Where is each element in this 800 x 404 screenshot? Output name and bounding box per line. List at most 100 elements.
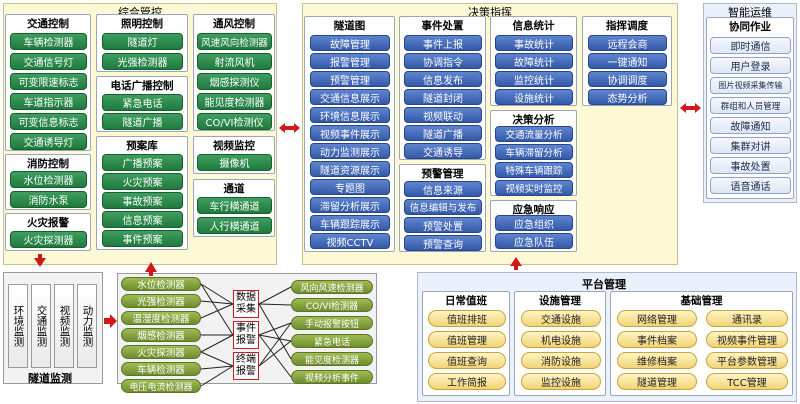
- tunnel-map-item[interactable]: 车辆跟踪展示: [310, 215, 390, 231]
- dispatch-item[interactable]: 协调调度: [588, 71, 667, 87]
- tunnel-map-item[interactable]: 交通信息展示: [310, 89, 390, 105]
- event-item[interactable]: 信息发布: [404, 71, 482, 87]
- vent-item[interactable]: 射流风机: [197, 53, 272, 70]
- analysis-item[interactable]: 特殊车辆跟踪: [495, 162, 573, 178]
- lighting-item[interactable]: 隧道灯: [102, 33, 183, 50]
- warning-item[interactable]: 信息来源: [404, 181, 482, 197]
- sensor-right-item[interactable]: 风向风速检测器: [291, 280, 373, 294]
- dispatch-item[interactable]: 一键通知: [588, 53, 667, 69]
- vent-item[interactable]: 烟感探测仪: [197, 73, 272, 90]
- sensor-left-item[interactable]: 光强检测器: [121, 294, 201, 308]
- basic-right-item[interactable]: TCC管理: [706, 373, 788, 390]
- warning-item[interactable]: 信息编辑与发布: [404, 199, 482, 215]
- analysis-item[interactable]: 视频实时监控: [495, 180, 573, 196]
- video-item[interactable]: 摄像机: [197, 154, 272, 171]
- sensor-right-item[interactable]: 紧急电话: [291, 334, 373, 348]
- dispatch-item[interactable]: 态势分析: [588, 89, 667, 105]
- fire-item[interactable]: 消防水泵: [10, 191, 87, 208]
- tunnel-map-item[interactable]: 动力监测展示: [310, 143, 390, 159]
- sensor-left-item[interactable]: 火灾探测器: [121, 345, 201, 359]
- daily-item[interactable]: 工作简报: [428, 373, 506, 390]
- response-item[interactable]: 应急队伍: [495, 233, 573, 249]
- sensor-left-item[interactable]: 烟感检测器: [121, 328, 201, 342]
- plan-item[interactable]: 事故预案: [102, 192, 183, 209]
- analysis-item[interactable]: 车辆滞留分析: [495, 144, 573, 160]
- facility-item[interactable]: 监控设施: [521, 373, 601, 390]
- traffic-item[interactable]: 交通诱导灯: [10, 133, 87, 150]
- sensor-left-item[interactable]: 水位检测器: [121, 277, 201, 291]
- event-item[interactable]: 交通诱导: [404, 143, 482, 159]
- sensor-left-item[interactable]: 电压电流检测器: [121, 379, 201, 393]
- tunnel-map-item[interactable]: 环境信息展示: [310, 107, 390, 123]
- alarm-item[interactable]: 火灾探测器: [10, 231, 87, 248]
- sensor-right-item[interactable]: CO/VI检测器: [291, 298, 373, 312]
- basic-left-item[interactable]: 维修档案: [617, 352, 697, 369]
- stats-item[interactable]: 设施统计: [495, 89, 573, 105]
- basic-right-item[interactable]: 平台参数管理: [706, 352, 788, 369]
- basic-left-item[interactable]: 事件档案: [617, 331, 697, 348]
- daily-item[interactable]: 值班排班: [428, 310, 506, 327]
- warning-item[interactable]: 预警查询: [404, 235, 482, 251]
- traffic-item[interactable]: 可变限速标志: [10, 73, 87, 90]
- tunnel-map-item[interactable]: 视频CCTV: [310, 233, 390, 249]
- event-item[interactable]: 隧道封闭: [404, 89, 482, 105]
- stats-item[interactable]: 监控统计: [495, 71, 573, 87]
- event-item[interactable]: 协调指令: [404, 53, 482, 69]
- facility-item[interactable]: 机电设施: [521, 331, 601, 348]
- facility-item[interactable]: 交通设施: [521, 310, 601, 327]
- traffic-item[interactable]: 交通信号灯: [10, 53, 87, 70]
- traffic-item[interactable]: 车辆检测器: [10, 33, 87, 50]
- coop-item[interactable]: 即时通信: [710, 37, 791, 54]
- warning-item[interactable]: 预警处置: [404, 217, 482, 233]
- traffic-item[interactable]: 可变信息标志: [10, 113, 87, 130]
- sensor-right-item[interactable]: 视频分析事件: [291, 370, 373, 384]
- plan-item[interactable]: 事件预案: [102, 230, 183, 247]
- response-item[interactable]: 应急组织: [495, 215, 573, 231]
- tunnel-map-item[interactable]: 报警管理: [310, 53, 390, 69]
- coop-item[interactable]: 集群对讲: [710, 137, 791, 154]
- sensor-right-item[interactable]: 手动报警按钮: [291, 316, 373, 330]
- basic-right-item[interactable]: 通讯录: [706, 310, 788, 327]
- stats-item[interactable]: 事故统计: [495, 35, 573, 51]
- tunnel-map-item[interactable]: 专题图: [310, 179, 390, 195]
- event-item[interactable]: 视频联动: [404, 107, 482, 123]
- stats-item[interactable]: 故障统计: [495, 53, 573, 69]
- facility-item[interactable]: 消防设施: [521, 352, 601, 369]
- channel-item[interactable]: 车行横通道: [197, 197, 272, 214]
- tunnel-map-item[interactable]: 滞留分析展示: [310, 197, 390, 213]
- channel-item[interactable]: 人行横通道: [197, 217, 272, 234]
- sensor-left-item[interactable]: 温湿度检测器: [121, 311, 201, 325]
- coop-item[interactable]: 群组和人员管理: [710, 97, 791, 114]
- lighting-item[interactable]: 光强检测器: [102, 53, 183, 70]
- basic-left-item[interactable]: 网络管理: [617, 310, 697, 327]
- daily-item[interactable]: 值班查询: [428, 352, 506, 369]
- vent-item[interactable]: 风速风向检测器: [197, 33, 272, 50]
- broadcast-item[interactable]: 紧急电话: [102, 94, 183, 111]
- analysis-item[interactable]: 交通流量分析: [495, 126, 573, 142]
- tunnel-map-item[interactable]: 视频事件展示: [310, 125, 390, 141]
- tunnel-map-item[interactable]: 预警管理: [310, 71, 390, 87]
- tunnel-map-item[interactable]: 故障管理: [310, 35, 390, 51]
- coop-item[interactable]: 用户登录: [710, 57, 791, 74]
- basic-left-item[interactable]: 隧道管理: [617, 373, 697, 390]
- broadcast-item[interactable]: 隧道广播: [102, 113, 183, 130]
- coop-item[interactable]: 故障通知: [710, 117, 791, 134]
- sensor-right-item[interactable]: 能见度检测器: [291, 352, 373, 366]
- traffic-item[interactable]: 车道指示器: [10, 93, 87, 110]
- coop-item[interactable]: 图片视频采集传输: [710, 77, 791, 94]
- fire-item[interactable]: 水位检测器: [10, 171, 87, 188]
- vent-item[interactable]: CO/VI检测仪: [197, 113, 272, 130]
- sensor-left-item[interactable]: 车辆检测器: [121, 362, 201, 376]
- event-item[interactable]: 事件上报: [404, 35, 482, 51]
- plan-item[interactable]: 火灾预案: [102, 173, 183, 190]
- coop-item[interactable]: 事故处置: [710, 157, 791, 174]
- plan-item[interactable]: 广播预案: [102, 154, 183, 171]
- tunnel-map-item[interactable]: 隧道资源展示: [310, 161, 390, 177]
- daily-item[interactable]: 值班管理: [428, 331, 506, 348]
- event-item[interactable]: 隧道广播: [404, 125, 482, 141]
- dispatch-item[interactable]: 远程会商: [588, 35, 667, 51]
- vent-item[interactable]: 能见度检测器: [197, 93, 272, 110]
- basic-right-item[interactable]: 视频事件管理: [706, 331, 788, 348]
- plan-item[interactable]: 信息预案: [102, 211, 183, 228]
- coop-item[interactable]: 语音通话: [710, 177, 791, 194]
